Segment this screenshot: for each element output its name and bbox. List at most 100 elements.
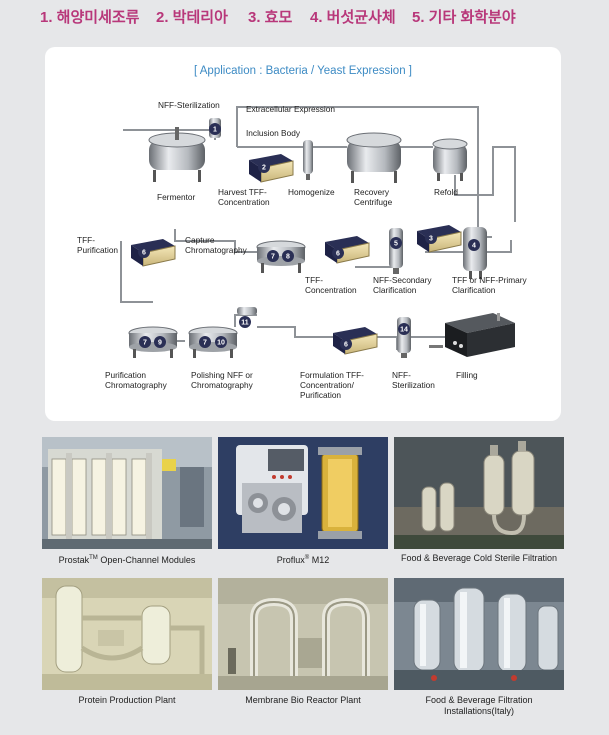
svg-text:6: 6 <box>336 251 340 258</box>
caption-cold-sterile-filtration: Food & Beverage Cold Sterile Filtration <box>400 553 558 563</box>
label-harvest-line-2: Concentration <box>218 197 270 207</box>
svg-text:3: 3 <box>429 236 433 243</box>
label-recovery-line-1: Recovery <box>354 187 390 197</box>
label-tff-concentration-line-1: TFF- <box>305 275 323 285</box>
label-refold: Refold <box>434 187 458 197</box>
svg-text:2: 2 <box>262 165 266 172</box>
label-purification-line-2: Chromatography <box>105 380 167 390</box>
svg-text:8: 8 <box>286 254 290 261</box>
photo-food-beverage-filtration-italy <box>394 578 564 690</box>
fermentor-tank <box>148 127 206 182</box>
label-polishing: Polishing NFF or Chromatography <box>191 370 253 390</box>
label-purification-chromatography: Purification Chromatography <box>105 370 167 390</box>
svg-text:4: 4 <box>472 243 476 250</box>
label-extracellular-expression: Extracellular Expression <box>246 104 335 114</box>
caption-proflux-rest: M12 <box>309 555 330 565</box>
label-tff-purification: TFF- Purification <box>77 235 118 255</box>
recovery-centrifuge-tank <box>346 132 402 183</box>
label-polishing-line-1: Polishing NFF or <box>191 370 253 380</box>
photo-protein-production-plant <box>42 578 212 690</box>
tab-bacteria[interactable]: 2. 박테리아 <box>156 9 228 26</box>
capture-chromatography-column <box>256 240 306 273</box>
label-tff-concentration: TFF- Concentration <box>305 275 357 295</box>
polishing-nff-filter <box>237 307 257 315</box>
badge-7b: 7 <box>139 336 151 348</box>
label-inclusion-body: Inclusion Body <box>246 128 300 138</box>
label-harvest-tff: Harvest TFF- Concentration <box>218 187 270 207</box>
polishing-chromatography-column <box>188 326 238 358</box>
process-flow-diagram: 1 2 3 4 5 6 6 6 7 8 7 9 7 10 11 14 <box>120 106 516 358</box>
filling-machine <box>429 313 515 357</box>
caption-prostak-tm: TM <box>89 555 98 561</box>
svg-text:7: 7 <box>143 340 147 347</box>
label-capture-line-2: Chromatography <box>185 245 247 255</box>
label-fermentor: Fermentor <box>157 192 196 202</box>
caption-proflux-name: Proflux <box>276 555 305 565</box>
badge-6b: 6 <box>332 247 344 259</box>
label-tff-purification-line-2: Purification <box>77 245 119 255</box>
label-nff-steril-line-1: NFF- <box>392 370 411 380</box>
svg-text:1: 1 <box>213 127 217 134</box>
svg-text:14: 14 <box>400 327 408 334</box>
badge-1: 1 <box>209 123 221 135</box>
label-formulation: Formulation TFF- Concentration/ Purifica… <box>300 370 364 400</box>
refold-tank <box>432 138 468 181</box>
photo-prostak-modules <box>42 437 212 549</box>
badge-7a: 7 <box>267 250 279 262</box>
svg-text:10: 10 <box>217 340 225 347</box>
tff-purification-cassette <box>131 239 176 267</box>
badge-2: 2 <box>258 161 270 173</box>
label-nff-sterilization-bottom: NFF- Sterilization <box>392 370 435 390</box>
label-capture-line-1: Capture <box>185 235 215 245</box>
label-tff-primary-line-1: TFF or NFF-Primary <box>452 275 527 285</box>
label-filling: Filling <box>456 370 478 380</box>
label-nff-steril-line-2: Sterilization <box>392 380 435 390</box>
label-homogenize: Homogenize <box>288 187 335 197</box>
label-formulation-line-3: Purification <box>300 390 342 400</box>
badge-3: 3 <box>425 232 437 244</box>
svg-text:6: 6 <box>142 250 146 257</box>
label-recovery-centrifuge: Recovery Centrifuge <box>354 187 392 207</box>
badge-4: 4 <box>468 239 480 251</box>
badge-9: 9 <box>154 336 166 348</box>
svg-text:7: 7 <box>271 254 275 261</box>
badge-8: 8 <box>282 250 294 262</box>
label-recovery-line-2: Centrifuge <box>354 197 393 207</box>
label-harvest-line-1: Harvest TFF- <box>218 187 267 197</box>
label-polishing-line-2: Chromatography <box>191 380 253 390</box>
tab-other-chemistry[interactable]: 5. 기타 화학분야 <box>412 9 516 26</box>
purification-chromatography-column <box>128 326 178 358</box>
svg-text:6: 6 <box>344 342 348 349</box>
nff-secondary-filter <box>389 228 403 274</box>
tab-yeast[interactable]: 3. 효모 <box>248 9 293 26</box>
tab-mushroom-mycelium[interactable]: 4. 버섯균사체 <box>310 9 396 26</box>
photo-proflux-m12 <box>218 437 388 549</box>
photo-cold-sterile-filtration <box>394 437 564 549</box>
caption-food-beverage-line-2: Installations(Italy) <box>443 706 515 716</box>
label-formulation-line-2: Concentration/ <box>300 380 354 390</box>
tab-marine-microalgae[interactable]: 1. 해양미세조류 <box>40 9 140 26</box>
application-title: [ Application : Bacteria / Yeast Express… <box>194 65 412 77</box>
badge-10: 10 <box>215 336 227 348</box>
harvest-tff-cassette <box>249 154 294 183</box>
homogenizer-column <box>303 140 313 180</box>
badge-5: 5 <box>390 237 402 249</box>
caption-proflux: Proflux® M12 <box>218 553 388 566</box>
caption-food-beverage-italy: Food & Beverage Filtration Installations… <box>394 695 564 717</box>
caption-protein-production-plant: Protein Production Plant <box>78 695 176 705</box>
caption-food-beverage-line-1: Food & Beverage Filtration <box>425 695 533 705</box>
label-tff-concentration-line-2: Concentration <box>305 285 357 295</box>
photo-membrane-bio-reactor-plant <box>218 578 388 690</box>
caption-membrane-bio-reactor: Membrane Bio Reactor Plant <box>245 695 361 705</box>
process-flow-panel: 1 2 3 4 5 6 6 6 7 8 7 9 7 10 11 14 [ App… <box>45 47 561 421</box>
label-tff-purification-line-1: TFF- <box>77 235 95 245</box>
primary-clarification-housing <box>463 227 487 279</box>
badge-14: 14 <box>398 323 410 335</box>
svg-text:5: 5 <box>394 241 398 248</box>
svg-text:7: 7 <box>203 340 207 347</box>
badge-6c: 6 <box>340 338 352 350</box>
label-tff-primary-clarification: TFF or NFF-Primary Clarification <box>452 275 527 295</box>
caption-prostak-name: Prostak <box>58 555 90 565</box>
label-formulation-line-1: Formulation TFF- <box>300 370 364 380</box>
primary-clarification-cassette <box>417 225 462 253</box>
